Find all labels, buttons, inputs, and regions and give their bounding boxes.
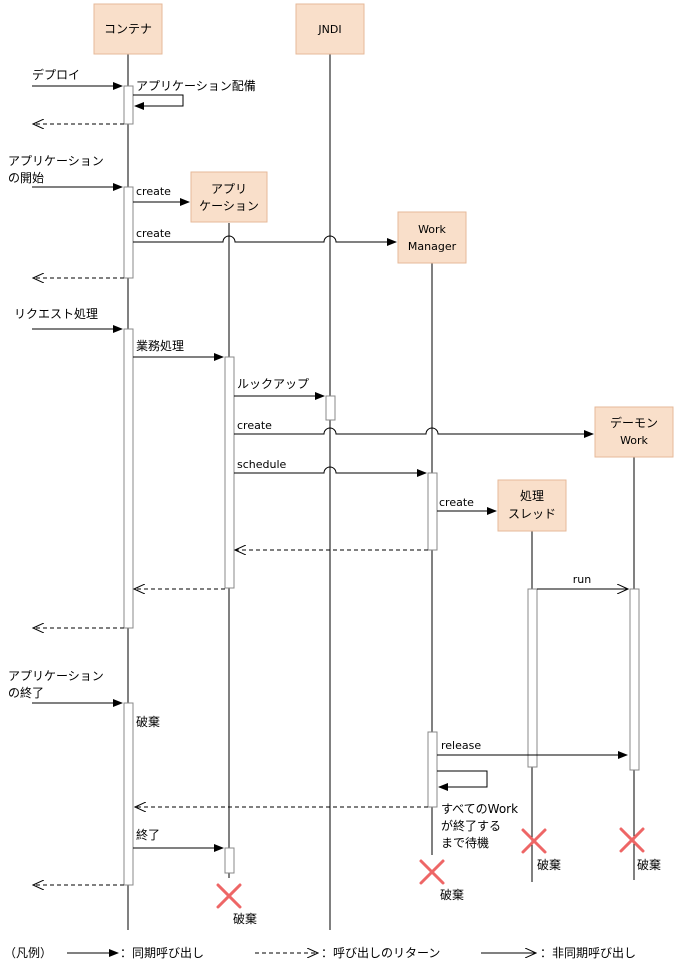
legend-async-label: ：非同期呼び出し <box>540 946 636 960</box>
wait-self-arrow <box>437 770 488 791</box>
svg-text:コンテナ: コンテナ <box>104 22 152 36</box>
svg-text:アプリ: アプリ <box>211 182 247 196</box>
workmanager-object: Work Manager <box>397 211 467 264</box>
create-workmanager-label: create <box>136 227 171 240</box>
svg-text:Work: Work <box>418 223 446 236</box>
create-daemon-arrow <box>234 427 594 438</box>
run-label: run <box>573 573 591 586</box>
legend-sync-label: ：同期呼び出し <box>120 946 204 960</box>
daemon-work-object: デーモン Work <box>594 406 674 458</box>
app-start-label-2: の開始 <box>8 171 44 185</box>
container-activation-start <box>123 186 134 279</box>
svg-text:処理: 処理 <box>520 489 544 503</box>
container-activation-end <box>123 702 134 886</box>
business-label: 業務処理 <box>136 339 184 353</box>
create-daemon-label: create <box>237 419 272 432</box>
app-end-label-1: アプリケーション <box>8 669 104 683</box>
thread-object: 処理 スレッド <box>497 479 567 532</box>
wait-label-3: まで待機 <box>441 835 489 850</box>
container-object: コンテナ <box>93 3 163 55</box>
workmanager-activation-release <box>427 731 438 808</box>
wait-label-2: が終了する <box>441 818 501 833</box>
thread-destroy-label: 破棄 <box>537 857 561 872</box>
jndi-object: JNDI <box>295 3 365 55</box>
daemon-destroy-cross-icon <box>619 827 645 853</box>
application-activation-end <box>224 847 235 874</box>
thread-activation <box>527 588 538 768</box>
legend-return-label: ：呼び出しのリターン <box>321 946 440 960</box>
container-activation-request <box>123 328 134 629</box>
workmanager-destroy-label: 破棄 <box>440 887 464 902</box>
svg-text:JNDI: JNDI <box>317 23 341 36</box>
lookup-label: ルックアップ <box>237 377 309 391</box>
create-application-label: create <box>136 185 171 198</box>
workmanager-destroy-cross-icon <box>419 859 445 885</box>
create-workmanager-arrow <box>133 235 397 246</box>
app-deploy-self-arrow <box>133 94 184 110</box>
legend-title: （凡例） <box>4 946 52 960</box>
app-end-label-2: の終了 <box>8 685 44 700</box>
jndi-activation <box>325 395 336 421</box>
release-label: release <box>441 739 481 752</box>
application-object: アプリ ケーション <box>190 171 268 223</box>
schedule-arrow <box>234 466 427 477</box>
container-activation-deploy <box>123 85 134 125</box>
svg-text:ケーション: ケーション <box>199 199 259 213</box>
daemon-activation <box>629 588 640 771</box>
app-start-label-1: アプリケーション <box>8 154 104 168</box>
destroy-container-label: 破棄 <box>136 714 160 729</box>
schedule-label: schedule <box>237 458 287 471</box>
application-destroy-cross-icon <box>216 883 242 909</box>
application-destroy-label: 破棄 <box>233 911 257 926</box>
workmanager-activation-schedule <box>427 472 438 551</box>
svg-text:スレッド: スレッド <box>508 507 556 521</box>
wait-label-1: すべてのWork <box>441 802 518 816</box>
svg-text:Manager: Manager <box>408 240 457 253</box>
app-deploy-label: アプリケーション配備 <box>136 78 256 93</box>
deploy-label: デプロイ <box>32 67 80 82</box>
application-activation-business <box>224 356 235 589</box>
end-label: 終了 <box>136 827 160 842</box>
create-thread-label: create <box>439 496 474 509</box>
svg-text:Work: Work <box>620 434 648 447</box>
thread-destroy-cross-icon <box>521 828 547 854</box>
svg-text:デーモン: デーモン <box>610 415 658 430</box>
request-label: リクエスト処理 <box>14 307 98 321</box>
daemon-destroy-label: 破棄 <box>637 857 661 872</box>
